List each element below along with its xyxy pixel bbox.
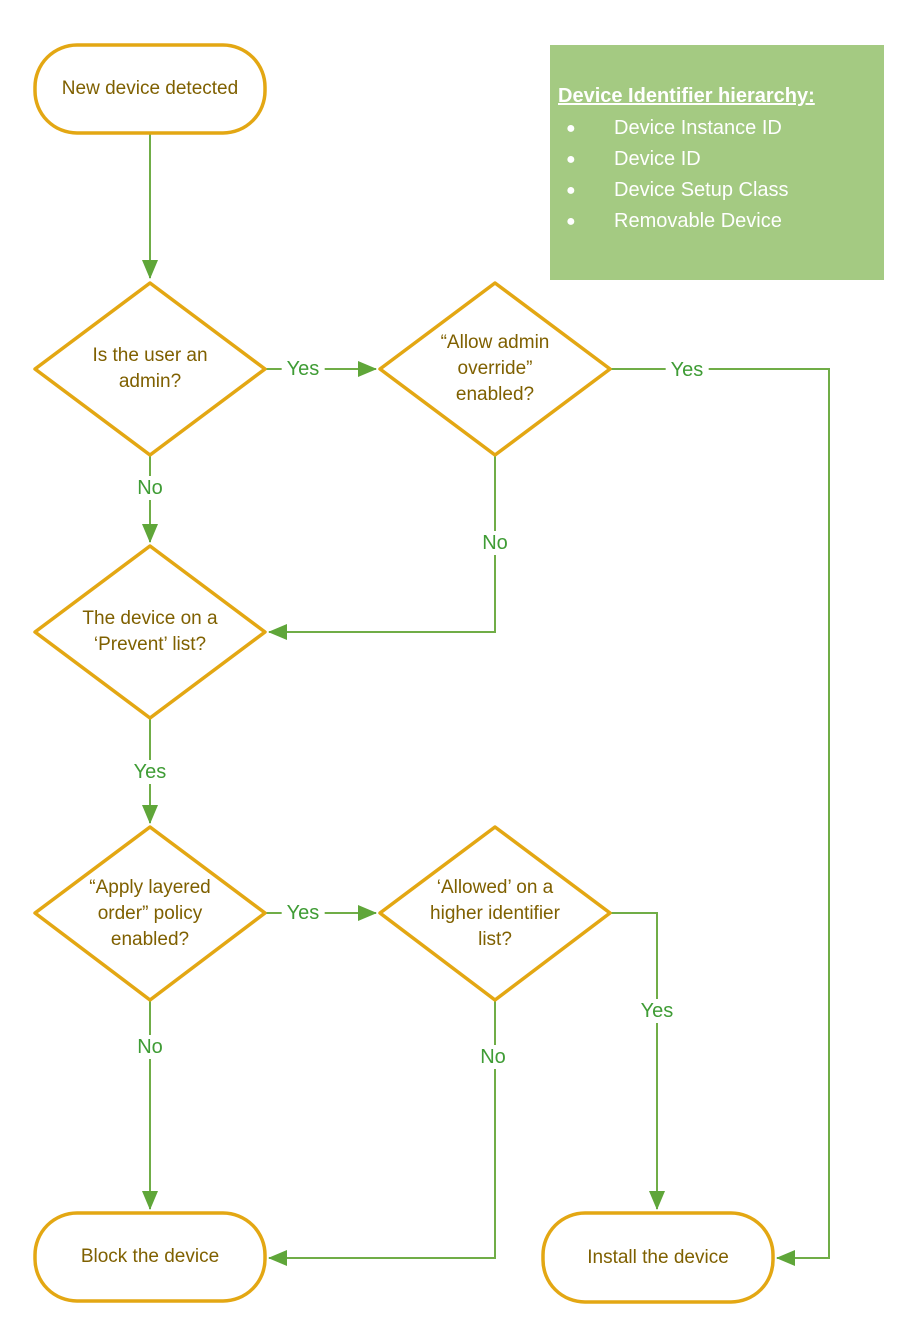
edge-override-yes xyxy=(610,368,830,1266)
prevent-list-diamond xyxy=(33,544,267,720)
list-item: ● Device ID xyxy=(556,144,878,175)
start-node-label: New device detected xyxy=(35,45,265,133)
layered-order-line1: “Apply layered xyxy=(89,876,211,898)
layered-order-label: “Apply layered order” policy enabled? xyxy=(55,827,245,1000)
admin-check-line2: admin? xyxy=(118,371,182,392)
edge-label-higher-yes: Yes xyxy=(635,999,679,1023)
block-node-label: Block the device xyxy=(35,1213,265,1301)
info-box-list: ● Device Instance ID ● Device ID ● Devic… xyxy=(556,113,878,237)
layered-order-line2: order” policy xyxy=(97,902,203,924)
edge-label-layered-no: No xyxy=(132,1035,168,1059)
bullet-icon: ● xyxy=(566,213,576,230)
info-item-removable-device: Removable Device xyxy=(614,210,782,232)
prevent-list-line1: The device on a xyxy=(82,608,218,629)
list-item: ● Removable Device xyxy=(556,206,878,237)
start-node-shape xyxy=(33,43,267,135)
edge-label-admin-no: No xyxy=(132,476,168,500)
edge-higher-yes xyxy=(610,912,665,1210)
block-node-shape xyxy=(33,1211,267,1303)
admin-check-label: Is the user an admin? xyxy=(55,283,245,455)
higher-identifier-diamond xyxy=(378,825,612,1002)
install-node-shape xyxy=(541,1211,775,1304)
admin-override-line2: override” xyxy=(457,358,533,379)
higher-identifier-line3: list? xyxy=(478,928,512,950)
list-item: ● Device Instance ID xyxy=(556,113,878,144)
admin-override-line3: enabled? xyxy=(455,384,535,405)
prevent-list-line2: ‘Prevent’ list? xyxy=(93,634,207,655)
edge-override-no xyxy=(268,455,496,640)
prevent-list-label: The device on a ‘Prevent’ list? xyxy=(55,546,245,718)
bullet-icon: ● xyxy=(566,120,576,137)
info-item-device-instance-id: Device Instance ID xyxy=(614,117,782,139)
info-box-title: Device Identifier hierarchy: xyxy=(558,85,815,107)
admin-check-line1: Is the user an xyxy=(92,345,208,366)
layered-order-diamond xyxy=(33,825,267,1002)
admin-override-diamond xyxy=(378,281,612,457)
install-node-label: Install the device xyxy=(543,1213,773,1302)
info-item-device-setup-class: Device Setup Class xyxy=(614,179,789,201)
block-node-text: Block the device xyxy=(80,1246,220,1267)
edge-label-higher-no: No xyxy=(475,1045,511,1069)
start-node-text: New device detected xyxy=(61,78,239,99)
device-identifier-hierarchy-box: Device Identifier hierarchy: ● Device In… xyxy=(550,45,884,280)
edge-label-prevent-yes: Yes xyxy=(128,760,172,784)
edge-label-override-yes: Yes xyxy=(665,358,709,382)
edge-higher-no xyxy=(268,1000,496,1266)
layered-order-line3: enabled? xyxy=(110,928,190,950)
edge-label-override-no: No xyxy=(477,531,513,555)
higher-identifier-line2: higher identifier xyxy=(430,902,560,924)
bullet-icon: ● xyxy=(566,182,576,199)
admin-check-diamond xyxy=(33,281,267,457)
info-item-device-id: Device ID xyxy=(614,148,701,170)
admin-override-label: “Allow admin override” enabled? xyxy=(400,283,590,455)
list-item: ● Device Setup Class xyxy=(556,175,878,206)
higher-identifier-label: ‘Allowed’ on a higher identifier list? xyxy=(400,827,590,1000)
admin-override-line1: “Allow admin xyxy=(440,332,550,353)
bullet-icon: ● xyxy=(566,151,576,168)
edge-label-admin-yes: Yes xyxy=(281,357,325,381)
install-node-text: Install the device xyxy=(587,1246,729,1268)
higher-identifier-line1: ‘Allowed’ on a xyxy=(436,876,554,898)
edge-label-layered-yes: Yes xyxy=(281,901,325,925)
